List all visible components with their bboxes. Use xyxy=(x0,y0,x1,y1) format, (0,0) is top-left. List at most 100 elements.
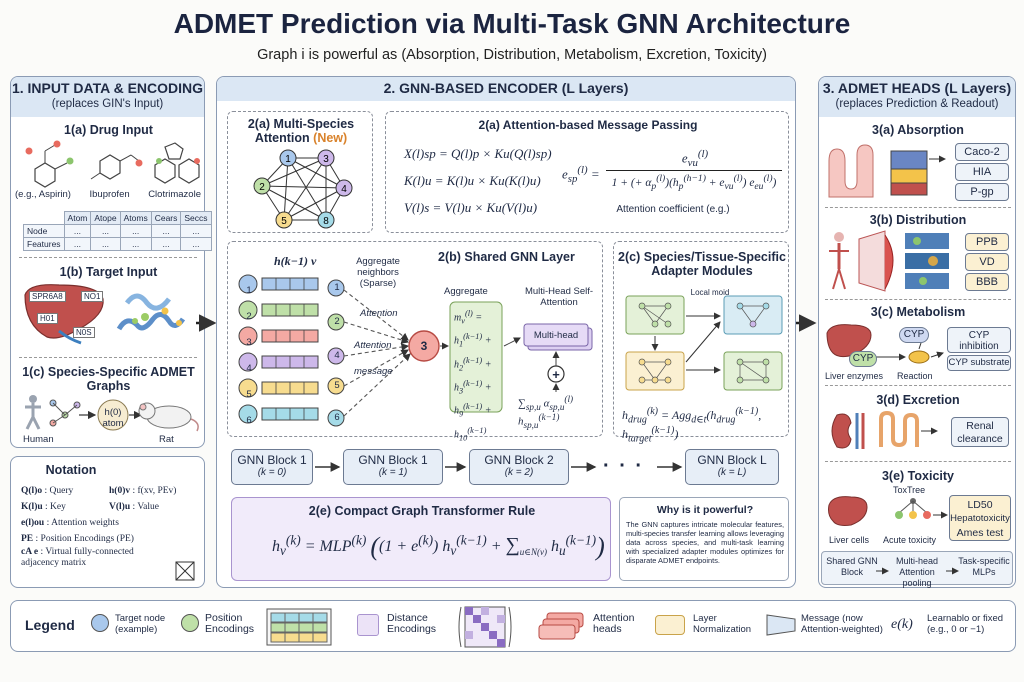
drug-aggregation-formula: hdrug(k) = Aggd∈t(hdrug(k−1), htarget(k−… xyxy=(622,406,762,445)
drug-input-title: 1(a) Drug Input xyxy=(64,123,153,137)
drug-name: (e.g., Aspirin) xyxy=(15,189,71,200)
notation-panel: Notation Q(l)o : Query K(l)u : Key e(l)o… xyxy=(10,456,205,588)
why-title: Why is it powerful? xyxy=(656,504,754,516)
divider xyxy=(19,257,197,258)
absorption-output: P-gp xyxy=(955,183,1009,201)
legend-message-icon xyxy=(766,614,796,636)
heads-panel-subtitle: (replaces Prediction & Readout) xyxy=(835,98,999,110)
toxicity-output: Hepatotoxicity xyxy=(950,513,1010,524)
equation: V(l)s = V(l)u × Ku(V(l)u) xyxy=(404,200,538,215)
graph-node-label: 8 xyxy=(323,216,329,227)
multi-species-attention-box: 2(a) Multi-Species Attention (New) 1 3 2… xyxy=(227,111,373,233)
graph-node-label: 5 xyxy=(281,216,287,227)
liver-cells-label: Liver cells xyxy=(829,535,870,545)
toxicity-output: LD50 xyxy=(967,499,993,511)
drug-molecules-illustration xyxy=(25,140,200,188)
input-panel-title: 1. INPUT DATA & ENCODING xyxy=(11,80,204,96)
gnn-block-k: (k = 1) xyxy=(378,467,408,478)
pipeline-step: Task-specific MLPs xyxy=(958,556,1010,577)
legend-item: Target node (example) xyxy=(115,613,166,635)
table-cell: ... xyxy=(150,237,182,251)
feature-rows xyxy=(238,274,319,424)
heads-panel-header: 3. ADMET HEADS (L Layers) (replaces Pred… xyxy=(819,77,1015,117)
legend-item: Distance Encodings xyxy=(387,612,437,635)
toxicity-output: Ames test xyxy=(956,527,1004,539)
attention-message-passing-box: 2(a) Attention-based Message Passing X(l… xyxy=(385,111,789,233)
table-cell: Features xyxy=(23,237,65,251)
legend-panel: Legend Target node (example) Position En… xyxy=(10,600,1016,652)
drug-name: Ibuprofen xyxy=(89,189,130,200)
notation-symbol: PE xyxy=(21,534,34,544)
notation-item: PE : Position Encodings (PE) xyxy=(21,531,201,547)
legend-ek-symbol: e(k) xyxy=(891,617,913,632)
multi-species-title: 2(a) Multi-Species Attention (New) xyxy=(228,117,374,145)
notation-desc: : Key xyxy=(45,502,66,512)
distribution-output: PPB xyxy=(965,233,1009,251)
page-subtitle: Graph i is powerful as (Absorption, Dist… xyxy=(257,47,767,63)
table-cell: ... xyxy=(90,237,121,251)
atom-embedding-label: h(0) atom xyxy=(102,407,124,429)
multi-species-title-text: 2(a) Multi-Species Attention xyxy=(247,117,355,145)
absorption-output: Caco-2 xyxy=(955,143,1009,161)
hidden-feature-label: h(k−1) v xyxy=(274,254,317,268)
notation-symbol: K(l)u xyxy=(21,502,43,512)
table-cell: ... xyxy=(119,237,152,251)
target-label: N0S xyxy=(73,327,95,338)
species-graphs-title: 1(c) Species-Specific ADMET Graphs xyxy=(22,365,195,393)
adapter-diagram xyxy=(625,295,783,391)
pipeline-step: Multi-head Attention pooling xyxy=(895,556,939,588)
notation-desc: : f(xv, PEv) xyxy=(132,486,177,496)
notation-item: V(l)u : Value xyxy=(109,499,176,515)
toxicity-outputs: LD50 Hepatotoxicity Ames test xyxy=(949,495,1011,541)
encoder-panel-title: 2. GNN-BASED ENCODER (L Layers) xyxy=(383,80,629,96)
absorption-illustration xyxy=(828,144,946,198)
metabolism-title: 3(c) Metabolism xyxy=(870,305,966,319)
graph-node-label: 2 xyxy=(259,182,265,193)
divider xyxy=(825,385,1011,386)
table-cell: Seccs xyxy=(180,211,212,225)
notation-symbol: Q(l)o xyxy=(21,486,43,496)
equation: X(l)sp = Q(l)p × Ku(Q(l)sp) xyxy=(404,146,552,161)
notation-desc: : Value xyxy=(132,502,159,512)
notation-item: K(l)u : Key xyxy=(21,499,201,515)
graph-node-label: 1 xyxy=(285,154,291,165)
species-rat-label: Rat xyxy=(159,434,174,445)
table-cell: ... xyxy=(180,237,212,251)
notation-title: Notation xyxy=(45,463,97,477)
heads-panel-title: 3. ADMET HEADS (L Layers) xyxy=(822,80,1012,96)
notation-desc: : Query xyxy=(44,486,74,496)
notation-item: e(l)ou : Attention weights xyxy=(21,515,201,531)
gnn-block-k: (k = 2) xyxy=(504,467,534,478)
divider xyxy=(825,299,1011,300)
notation-list: Q(l)o : Query K(l)u : Key e(l)ou : Atten… xyxy=(21,483,201,569)
legend-position-node-icon xyxy=(181,614,199,632)
why-powerful-box: Why is it powerful? The GNN captures int… xyxy=(619,497,789,581)
node-label: 6 xyxy=(246,415,252,426)
center-node-label: 3 xyxy=(420,339,428,353)
aggregate-terms: mv(l) =h1(k−1) +h2(k−1) +h3(k−1) +h9(k−1… xyxy=(454,309,492,442)
legend-distance-matrix-icon xyxy=(458,606,512,648)
acute-toxicity-label: Acute toxicity xyxy=(883,535,937,545)
adapter-title: 2(c) Species/Tissue-Specific Adapter Mod… xyxy=(618,250,786,278)
table-cell: Atom xyxy=(63,211,92,225)
attention-coefficient-caption: Attention coefficient (e.g.) xyxy=(616,204,730,215)
compact-rule-box: 2(e) Compact Graph Transformer Rule hv(k… xyxy=(231,497,611,581)
distribution-illustration xyxy=(829,230,949,292)
toxicity-illustration xyxy=(828,496,948,526)
divider xyxy=(825,207,1011,208)
compact-rule-formula: hv(k) = MLP(k) ((1 + e(k)) hv(k−1) + ∑u∈… xyxy=(272,532,605,561)
multi-species-graph: 1 3 2 4 5 8 xyxy=(253,149,353,229)
heads-panel: 3. ADMET HEADS (L Layers) (replaces Pred… xyxy=(818,76,1016,588)
page-title: ADMET Prediction via Multi-Task GNN Arch… xyxy=(173,8,851,39)
block-arrows xyxy=(315,462,683,472)
legend-item: Position Encodings xyxy=(205,612,255,635)
notation-item: Q(l)o : Query xyxy=(21,483,201,499)
neighbor-node-label: 4 xyxy=(334,350,340,361)
attention-mp-title-text: 2(a) Attention-based Message Passing xyxy=(478,118,698,132)
attention-sum-formula: ∑sp,u αsp,u(l) hsp,u(k−1) xyxy=(518,394,574,430)
reaction-label: Reaction xyxy=(897,371,933,381)
gnn-block: GNN Block 2 (k = 2) xyxy=(469,449,569,485)
node-label: 2 xyxy=(246,311,252,322)
notation-symbol: cA e xyxy=(21,547,39,557)
graph-node-label: 3 xyxy=(323,154,329,165)
